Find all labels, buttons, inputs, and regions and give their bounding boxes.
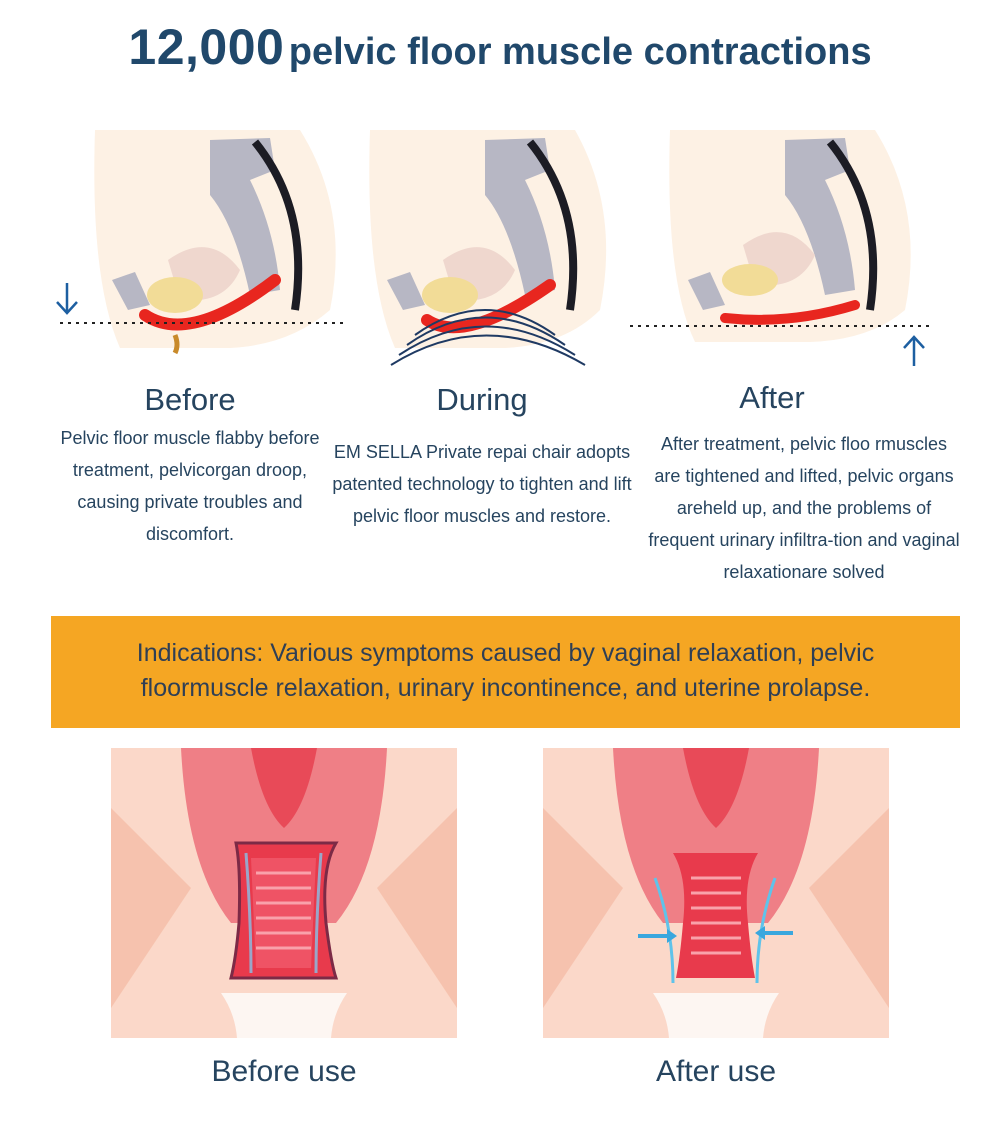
arrow-left-icon [755, 926, 793, 940]
arrow-up-icon [903, 335, 925, 366]
before-use-label: Before use [211, 1055, 357, 1088]
stage-desc-before: Pelvic floor muscle flabby before treatm… [60, 428, 320, 544]
page-title: 12,000 pelvic floor muscle contractions [0, 18, 1000, 76]
arrow-right-icon [638, 929, 677, 943]
stage-title-after: After [739, 380, 805, 415]
after-use-label: After use [655, 1055, 777, 1088]
indications-text: Indications: Various symptoms caused by … [136, 639, 875, 702]
before-pelvis-illustration [50, 120, 370, 380]
title-text: pelvic floor muscle contractions [288, 31, 872, 73]
stage-title-during: During [436, 382, 528, 417]
after-pelvis-illustration [630, 120, 950, 380]
indications-banner: Indications: Various symptoms caused by … [51, 616, 960, 728]
stage-desc-during: EM SELLA Private repai chair adopts pate… [332, 442, 632, 526]
arrow-down-icon [56, 283, 78, 315]
stage-desc-after: After treatment, pelvic floo rmuscles ar… [648, 434, 960, 582]
during-pelvis-illustration [345, 120, 665, 380]
title-number: 12,000 [128, 19, 285, 75]
after-use-illustration [543, 748, 889, 1038]
before-use-illustration [111, 748, 457, 1038]
wave-arcs-icon [390, 309, 586, 366]
stage-title-before: Before [144, 382, 236, 417]
